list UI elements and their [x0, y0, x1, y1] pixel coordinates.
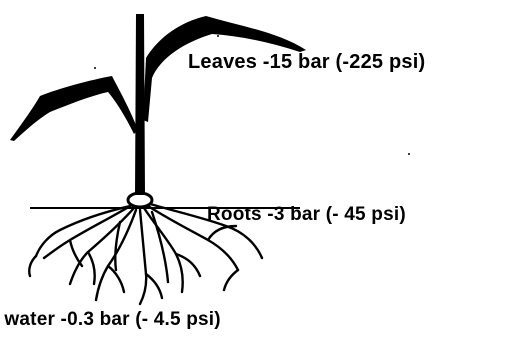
roots-potential-label: Roots -3 bar (- 45 psi): [207, 204, 406, 226]
leaves-potential-label: Leaves -15 bar (-225 psi): [188, 51, 425, 74]
leaf-left: [10, 76, 138, 141]
plant-stem: [135, 14, 145, 195]
soil-water-potential-label: il water -0.3 bar (- 4.5 psi): [0, 309, 221, 331]
